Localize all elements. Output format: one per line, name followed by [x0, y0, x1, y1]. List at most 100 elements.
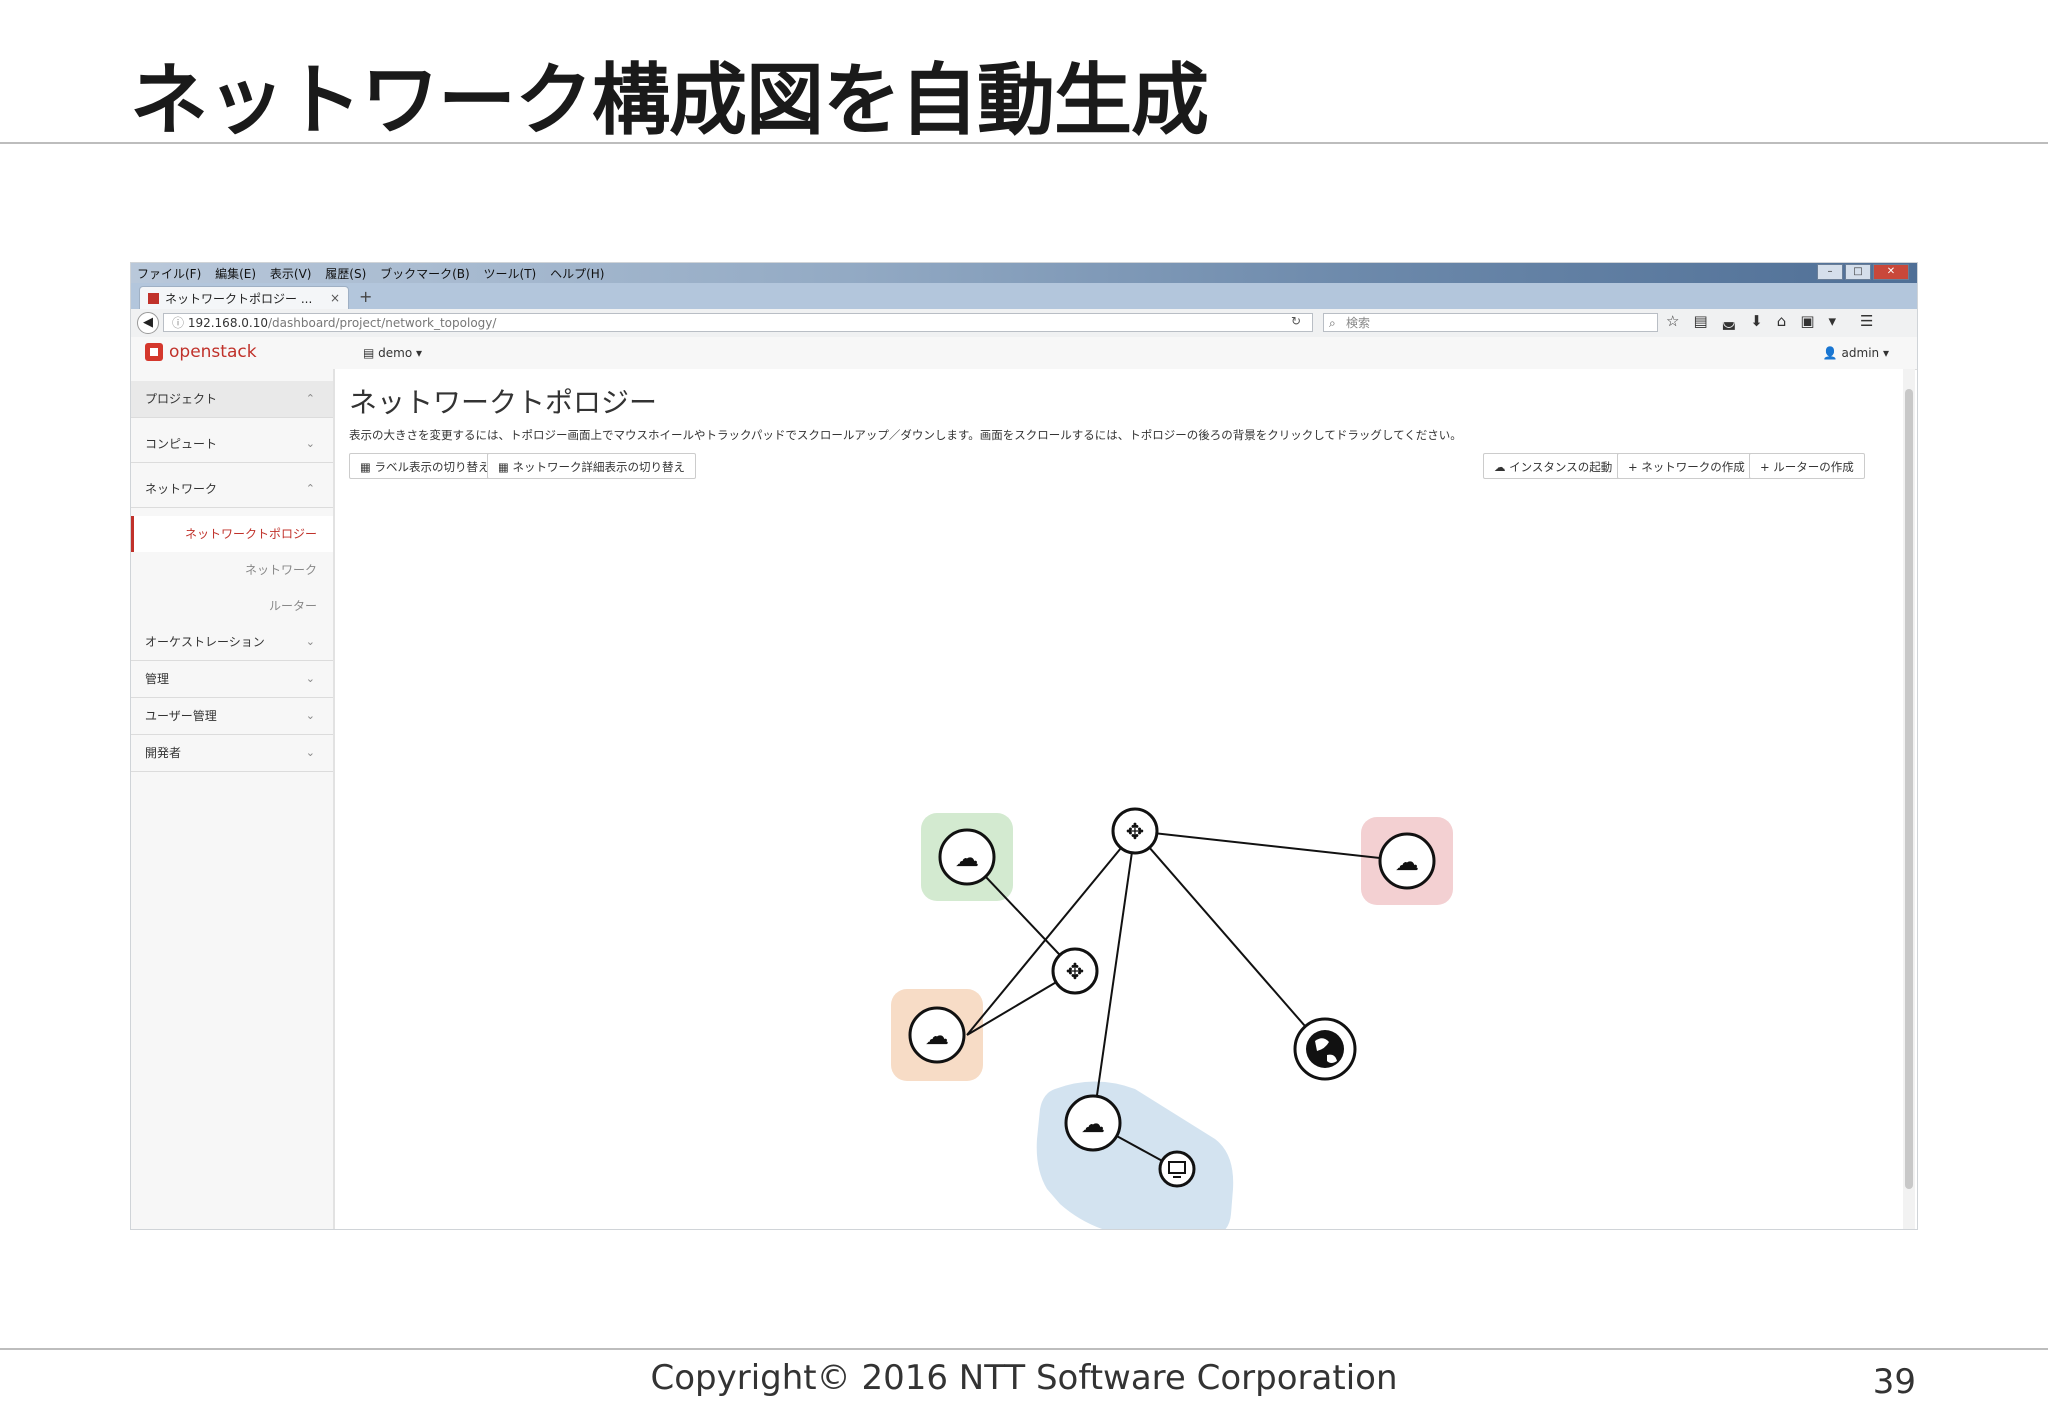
navigation-bar: ◀ ⓘ 192.168.0.10/dashboard/project/netwo…	[131, 309, 1917, 338]
network-node-orange[interactable]: ☁	[908, 1006, 966, 1064]
copyright-text: Copyright© 2016 NTT Software Corporation	[650, 1358, 1398, 1398]
sidebar-group-label: コンピュート	[145, 437, 218, 451]
chevron-down-icon: ⌄	[305, 672, 315, 685]
user-menu[interactable]: 👤 admin ▾	[1823, 346, 1889, 360]
url-path: /dashboard/project/network_topology/	[267, 316, 497, 330]
new-tab-button[interactable]: +	[359, 287, 373, 306]
menu-help[interactable]: ヘルプ(H)	[550, 267, 605, 281]
sidebar-group-admin[interactable]: 管理 ⌄	[131, 661, 333, 698]
sidebar-group-developer[interactable]: 開発者 ⌄	[131, 735, 333, 772]
button-label: ルーターの作成	[1773, 460, 1854, 474]
search-icon: ⌕	[1329, 316, 1336, 330]
project-icon: ▤	[363, 346, 379, 360]
cloud-icon: ☁	[1395, 848, 1419, 876]
launch-instance-button[interactable]: ☁ インスタンスの起動	[1483, 453, 1624, 479]
search-input[interactable]: ⌕ 検索	[1323, 313, 1658, 332]
network-node-red[interactable]: ☁	[1378, 832, 1436, 890]
close-window-button[interactable]: ✕	[1873, 264, 1909, 280]
create-network-button[interactable]: + ネットワークの作成	[1617, 453, 1756, 479]
network-blue-bg	[1036, 1081, 1234, 1229]
router-node[interactable]: ✥	[1051, 947, 1099, 995]
menu-edit[interactable]: 編集(E)	[215, 267, 257, 281]
scrollbar-thumb[interactable]	[1905, 389, 1913, 1189]
sidebar-item-network-topology[interactable]: ネットワークトポロジー	[131, 516, 333, 552]
cloud-icon: ☁	[1081, 1110, 1105, 1138]
url-host: 192.168.0.10	[187, 316, 268, 330]
sidebar-group-network[interactable]: ネットワーク ⌃	[131, 471, 333, 508]
tab-bar: ネットワークトポロジー ... × +	[131, 283, 1917, 309]
sidebar-item-networks[interactable]: ネットワーク	[131, 552, 333, 588]
chevron-down-icon: ⌄	[305, 437, 315, 450]
button-label: インスタンスの起動	[1509, 460, 1613, 474]
instance-node[interactable]	[1158, 1150, 1196, 1188]
download-icon[interactable]: ⬇	[1750, 312, 1763, 330]
sidebar-group-project[interactable]: プロジェクト ⌃	[131, 381, 333, 418]
button-label: ネットワークの作成	[1641, 460, 1745, 474]
address-bar[interactable]: ⓘ 192.168.0.10/dashboard/project/network…	[163, 313, 1313, 332]
minimize-button[interactable]: –	[1817, 264, 1843, 280]
project-selector[interactable]: ▤ demo ▾	[363, 346, 422, 360]
slide-title: ネットワーク構成図を自動生成	[130, 56, 1209, 146]
menu-tools[interactable]: ツール(T)	[483, 267, 537, 281]
openstack-logo[interactable]: openstack	[145, 342, 257, 362]
monitor-icon	[1168, 1161, 1186, 1174]
network-node-green[interactable]: ☁	[938, 828, 996, 886]
sidebar-group-orchestration[interactable]: オーケストレーション ⌄	[131, 624, 333, 661]
caret-down-icon: ▾	[412, 346, 423, 360]
cloud-icon: ☁	[955, 844, 979, 872]
link-router1-blue	[1092, 830, 1136, 1124]
screenshot-icon[interactable]: ▣	[1800, 312, 1815, 330]
hamburger-menu-icon[interactable]: ☰	[1860, 312, 1874, 330]
info-icon: ⓘ	[172, 316, 188, 330]
pocket-icon[interactable]: ◛	[1721, 312, 1737, 330]
topology-links	[966, 830, 1408, 1170]
grid-icon: ▦	[360, 460, 375, 474]
th-icon: ▦	[498, 460, 513, 474]
menu-view[interactable]: 表示(V)	[269, 267, 312, 281]
menu-bookmarks[interactable]: ブックマーク(B)	[380, 267, 470, 281]
network-node-blue[interactable]: ☁	[1064, 1094, 1122, 1152]
close-tab-icon[interactable]: ×	[329, 291, 340, 305]
back-button[interactable]: ◀	[137, 312, 159, 334]
sidebar-item-routers[interactable]: ルーター	[131, 588, 333, 624]
tab-title: ネットワークトポロジー ...	[165, 291, 313, 306]
page-heading: ネットワークトポロジー	[349, 386, 658, 419]
reload-icon[interactable]: ↻	[1291, 314, 1302, 328]
browser-screenshot: ファイル(F) 編集(E) 表示(V) 履歴(S) ブックマーク(B) ツール(…	[130, 262, 1918, 1230]
menu-history[interactable]: 履歴(S)	[325, 267, 367, 281]
maximize-button[interactable]: □	[1845, 264, 1871, 280]
logo-text: openstack	[169, 342, 257, 362]
bookmark-star-icon[interactable]: ☆	[1666, 312, 1680, 330]
sidebar-group-identity[interactable]: ユーザー管理 ⌄	[131, 698, 333, 735]
link-router1-orange	[966, 830, 1136, 1036]
project-name: demo	[378, 346, 413, 360]
reading-list-icon[interactable]: ▤	[1693, 312, 1708, 330]
external-network-node[interactable]	[1293, 1017, 1357, 1081]
sidebar-group-label: ネットワーク	[145, 482, 218, 496]
sidebar-group-compute[interactable]: コンピュート ⌄	[131, 426, 333, 463]
title-divider	[0, 142, 2048, 144]
globe-icon	[1306, 1030, 1344, 1068]
openstack-logo-icon	[145, 343, 163, 361]
main-content: ネットワークトポロジー 表示の大きさを変更するには、トポロジー画面上でマウスホイ…	[335, 369, 1905, 1229]
link-router1-red	[1134, 830, 1408, 862]
router-node[interactable]: ✥	[1111, 807, 1159, 855]
caret-down-icon: ▾	[1879, 346, 1889, 360]
overflow-chevron-icon[interactable]: ▾	[1828, 312, 1837, 330]
create-router-button[interactable]: + ルーターの作成	[1749, 453, 1865, 479]
toggle-network-detail-button[interactable]: ▦ ネットワーク詳細表示の切り替え	[487, 453, 697, 479]
link-router1-external	[1134, 830, 1326, 1050]
toggle-labels-button[interactable]: ▦ ラベル表示の切り替え	[349, 453, 501, 479]
network-topology-canvas[interactable]: ✥ ✥ ☁ ☁ ☁	[335, 489, 1891, 1229]
user-icon: 👤	[1822, 346, 1842, 360]
sidebar: プロジェクト ⌃ コンピュート ⌄ ネットワーク ⌃ ネットワークトポロジー ネ…	[131, 369, 335, 1229]
menu-file[interactable]: ファイル(F)	[137, 267, 202, 281]
home-icon[interactable]: ⌂	[1776, 312, 1787, 330]
page-scrollbar[interactable]	[1903, 369, 1915, 1229]
search-placeholder: 検索	[1346, 316, 1371, 330]
sidebar-item-label: ネットワークトポロジー	[184, 527, 317, 541]
button-label: ネットワーク詳細表示の切り替え	[512, 460, 686, 474]
router-arrows-icon: ✥	[1066, 960, 1084, 985]
browser-tab[interactable]: ネットワークトポロジー ... ×	[139, 286, 349, 309]
sidebar-item-label: ルーター	[268, 599, 317, 613]
